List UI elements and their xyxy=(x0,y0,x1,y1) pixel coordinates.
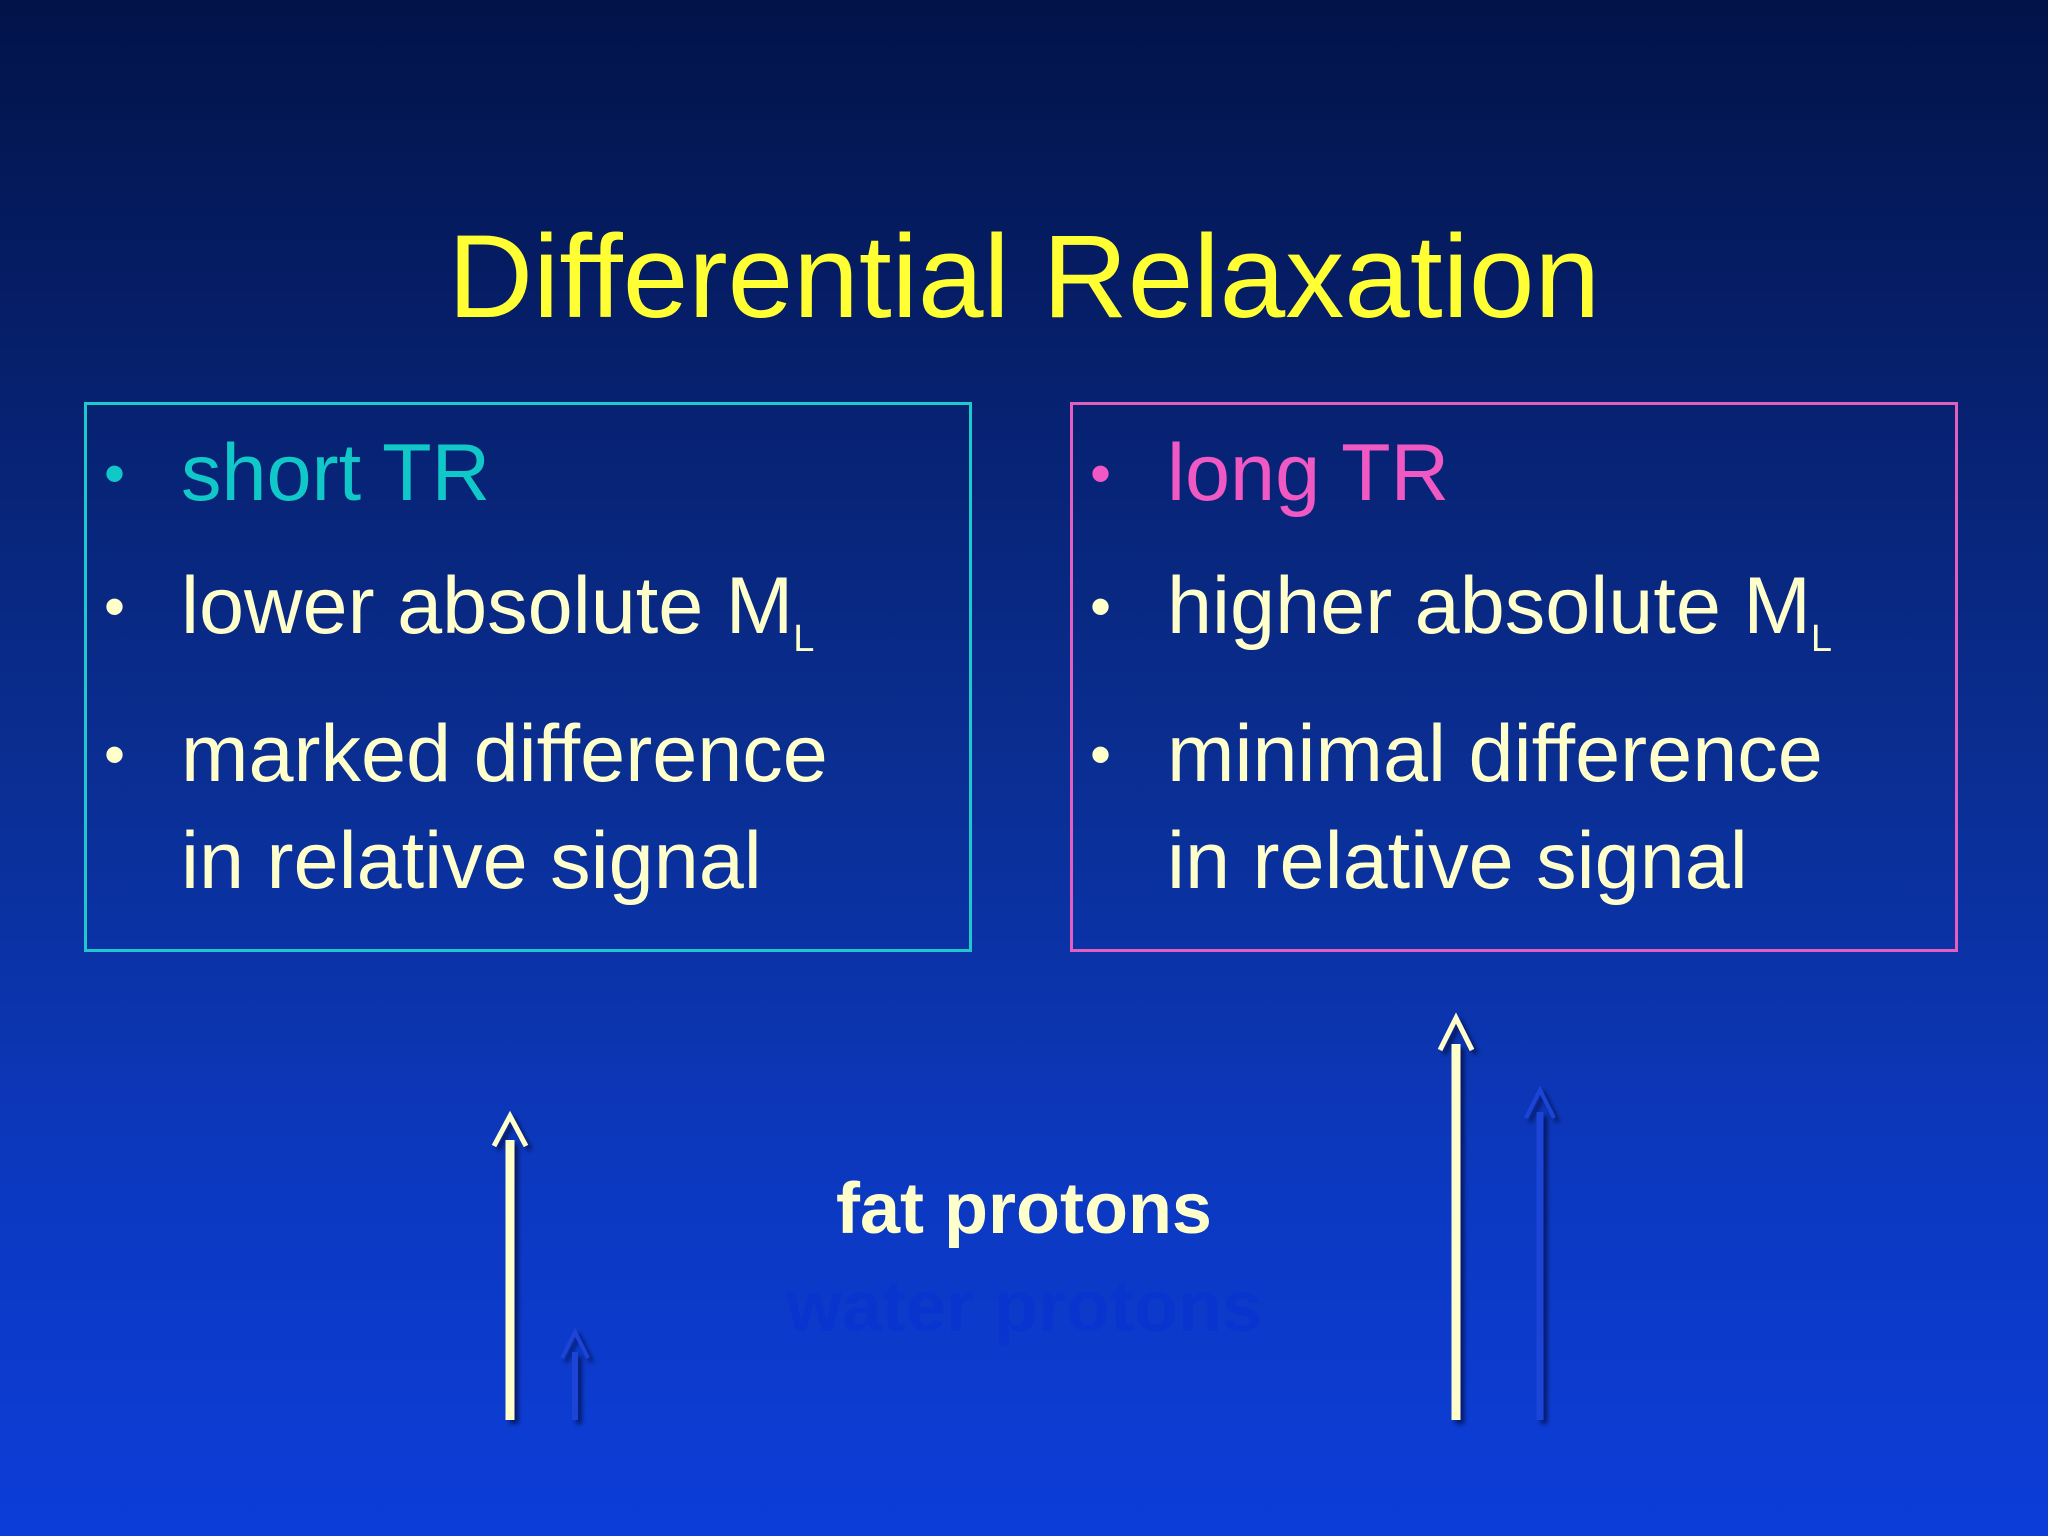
higher-absolute-label: higher absolute M xyxy=(1167,561,1811,651)
marked-difference-line1: marked difference xyxy=(181,709,828,799)
short-tr-heading: short TR xyxy=(181,428,491,518)
long-tr-fat-arrow xyxy=(1437,1012,1475,1420)
slide-title: Differential Relaxation xyxy=(447,211,1601,343)
subscript-l: L xyxy=(1810,618,1833,660)
bullet-icon: • xyxy=(1090,573,1112,640)
bullet-icon: • xyxy=(1090,440,1112,507)
higher-absolute-text: higher absolute ML xyxy=(1167,553,1832,660)
short-tr-list: • short TR • lower absolute ML • marked … xyxy=(84,0,972,1536)
bullet-icon: • xyxy=(104,573,126,640)
lower-absolute-text: lower absolute ML xyxy=(181,553,814,660)
short-tr-water-arrow xyxy=(560,1327,590,1420)
minimal-difference-text: minimal difference in relative signal xyxy=(1167,701,1823,915)
long-tr-box xyxy=(1070,402,1958,952)
water-protons-label: water protons xyxy=(785,1267,1263,1347)
subscript-l: L xyxy=(793,618,815,660)
short-tr-fat-arrow xyxy=(491,1110,529,1420)
minimal-difference-line1: minimal difference xyxy=(1167,709,1823,799)
lower-absolute-label: lower absolute M xyxy=(181,561,794,651)
long-tr-water-arrow xyxy=(1524,1085,1556,1420)
marked-difference-text: marked difference in relative signal xyxy=(181,701,828,915)
short-tr-box xyxy=(84,402,972,952)
minimal-difference-line2: in relative signal xyxy=(1167,816,1748,906)
long-tr-heading: long TR xyxy=(1167,428,1450,518)
marked-difference-line2: in relative signal xyxy=(181,816,762,906)
fat-protons-label: fat protons xyxy=(836,1169,1212,1249)
bullet-icon: • xyxy=(104,721,126,788)
bullet-icon: • xyxy=(1090,721,1112,788)
long-tr-list: • long TR • higher absolute ML • minimal… xyxy=(1070,0,1958,1536)
bullet-icon: • xyxy=(104,440,126,507)
